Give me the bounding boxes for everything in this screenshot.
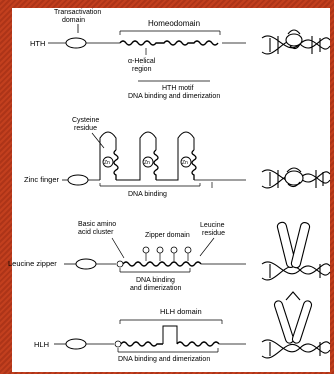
- leucine-zipper-label: Leucine zipper: [8, 259, 57, 268]
- zn-label-2: Zn: [144, 160, 150, 166]
- dna-structure-hlh: [262, 292, 330, 358]
- leucine-residues: [143, 247, 191, 261]
- dna-structure-leucine-zipper: [262, 221, 330, 279]
- hlh-domain-label: HLH domain: [160, 307, 202, 316]
- cysteine-residue-label-2: residue: [74, 125, 97, 132]
- hlh-label: HLH: [34, 340, 49, 349]
- dna-structure-hth: [262, 30, 330, 54]
- hth-binding-label: DNA binding and dimerization: [128, 93, 220, 100]
- homeodomain-label: Homeodomain: [148, 19, 200, 28]
- leucine-residue-label-2: residue: [202, 230, 225, 237]
- hth-transactivation-label: Transactivation: [54, 9, 101, 16]
- zinc-finger-3: Zn: [156, 132, 196, 180]
- zinc-finger-row: Cysteine residue Zinc finger Zn Zn Zn: [24, 117, 246, 198]
- hth-row: Transactivation domain HTH Homeodomain α…: [30, 9, 246, 100]
- zipper-domain-label: Zipper domain: [145, 232, 190, 239]
- hth-motif-label: HTH motif: [162, 85, 194, 92]
- leucine-residue-label: Leucine: [200, 222, 225, 229]
- helical-region-label-2: region: [132, 66, 152, 73]
- hlh-row: HLH domain HLH DNA binding and dimerizat…: [34, 307, 246, 363]
- leucine-binding-label-2: and dimerization: [130, 285, 181, 292]
- zinc-finger-2: Zn: [116, 132, 158, 180]
- hlh-binding-label: DNA binding and dimerization: [118, 356, 210, 363]
- zinc-finger-1: Zn: [100, 132, 118, 180]
- hth-label: HTH: [30, 39, 45, 48]
- hth-transactivation-label-2: domain: [62, 17, 85, 24]
- zinc-binding-label: DNA binding: [128, 191, 167, 198]
- leucine-zipper-row: Basic amino acid cluster Zipper domain L…: [8, 221, 246, 292]
- dna-structure-zinc-finger: [262, 168, 330, 188]
- basic-cluster-label: Basic amino: [78, 221, 116, 228]
- basic-cluster-label-2: acid cluster: [78, 229, 114, 236]
- helical-region-label: α-Helical: [128, 58, 156, 65]
- zn-label-1: Zn: [104, 160, 110, 166]
- leucine-binding-label: DNA binding: [136, 277, 175, 284]
- zinc-finger-label: Zinc finger: [24, 175, 60, 184]
- zn-label-3: Zn: [182, 160, 188, 166]
- cysteine-residue-label: Cysteine: [72, 117, 99, 124]
